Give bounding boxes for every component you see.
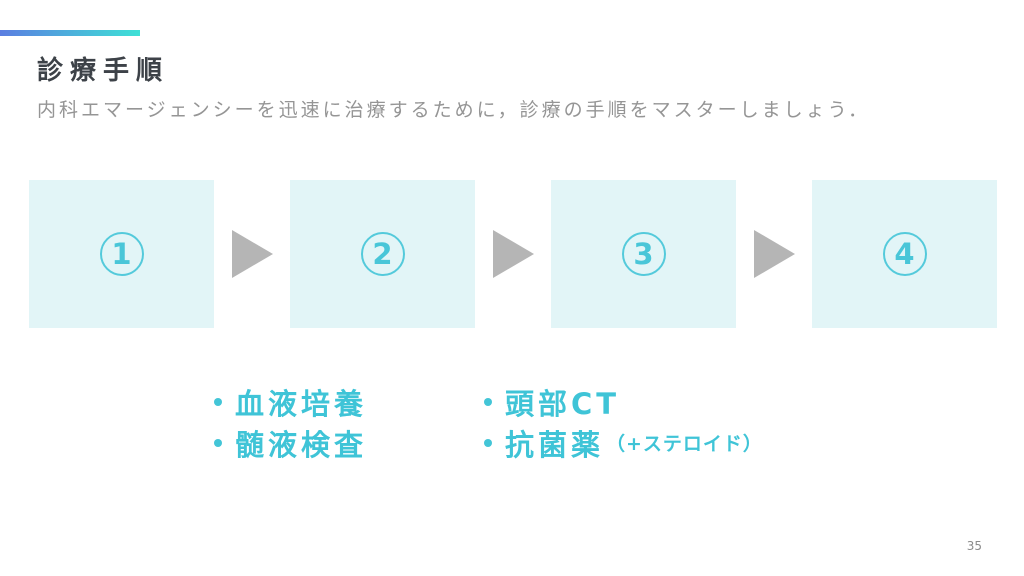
flow-diagram: 1 2 3 4 <box>29 180 997 328</box>
list-item-text: 抗菌薬 <box>505 427 605 462</box>
step-box-4: 4 <box>812 180 997 328</box>
step-4-circle: 4 <box>882 232 927 276</box>
step-box-3: 3 <box>551 180 736 328</box>
list-item-suffix: （+ステロイド） <box>606 433 763 455</box>
bullet-dot-icon <box>214 397 222 406</box>
page-subtitle: 内科エマージェンシーを迅速に治療するために，診療の手順をマスターしましょう． <box>37 99 871 121</box>
arrow-right-icon <box>231 230 273 278</box>
list-item: 抗菌薬 （+ステロイド） <box>484 422 763 463</box>
bullet-dot-icon <box>484 438 492 447</box>
arrow-cell-1 <box>214 180 290 328</box>
list-item: 頭部CT <box>484 381 763 422</box>
step-1-circle: 1 <box>99 232 144 276</box>
bullet-dot-icon <box>214 438 222 447</box>
step-4-number: 4 <box>894 237 915 271</box>
page-number: 35 <box>966 539 982 553</box>
arrow-cell-2 <box>475 180 551 328</box>
list-item-text: 血液培養 <box>235 386 368 421</box>
accent-bar <box>0 30 140 36</box>
list-item: 髄液検査 <box>214 422 369 463</box>
list-item-text: 頭部CT <box>505 386 621 421</box>
step-1-number: 1 <box>111 237 132 271</box>
list-item: 血液培養 <box>214 381 369 422</box>
step-box-2: 2 <box>290 180 475 328</box>
arrow-cell-3 <box>736 180 812 328</box>
step-3-detail-list: 頭部CT 抗菌薬 （+ステロイド） <box>484 381 763 463</box>
step-3-circle: 3 <box>621 232 666 276</box>
arrow-right-icon <box>492 230 534 278</box>
step-3-number: 3 <box>633 237 654 271</box>
step-2-circle: 2 <box>360 232 405 276</box>
step-2-number: 2 <box>372 237 393 271</box>
step-2-detail-list: 血液培養 髄液検査 <box>214 381 369 463</box>
step-box-1: 1 <box>29 180 214 328</box>
list-item-text: 髄液検査 <box>235 427 368 462</box>
bullet-dot-icon <box>484 397 492 406</box>
arrow-right-icon <box>753 230 795 278</box>
page-title: 診療手順 <box>37 56 170 86</box>
